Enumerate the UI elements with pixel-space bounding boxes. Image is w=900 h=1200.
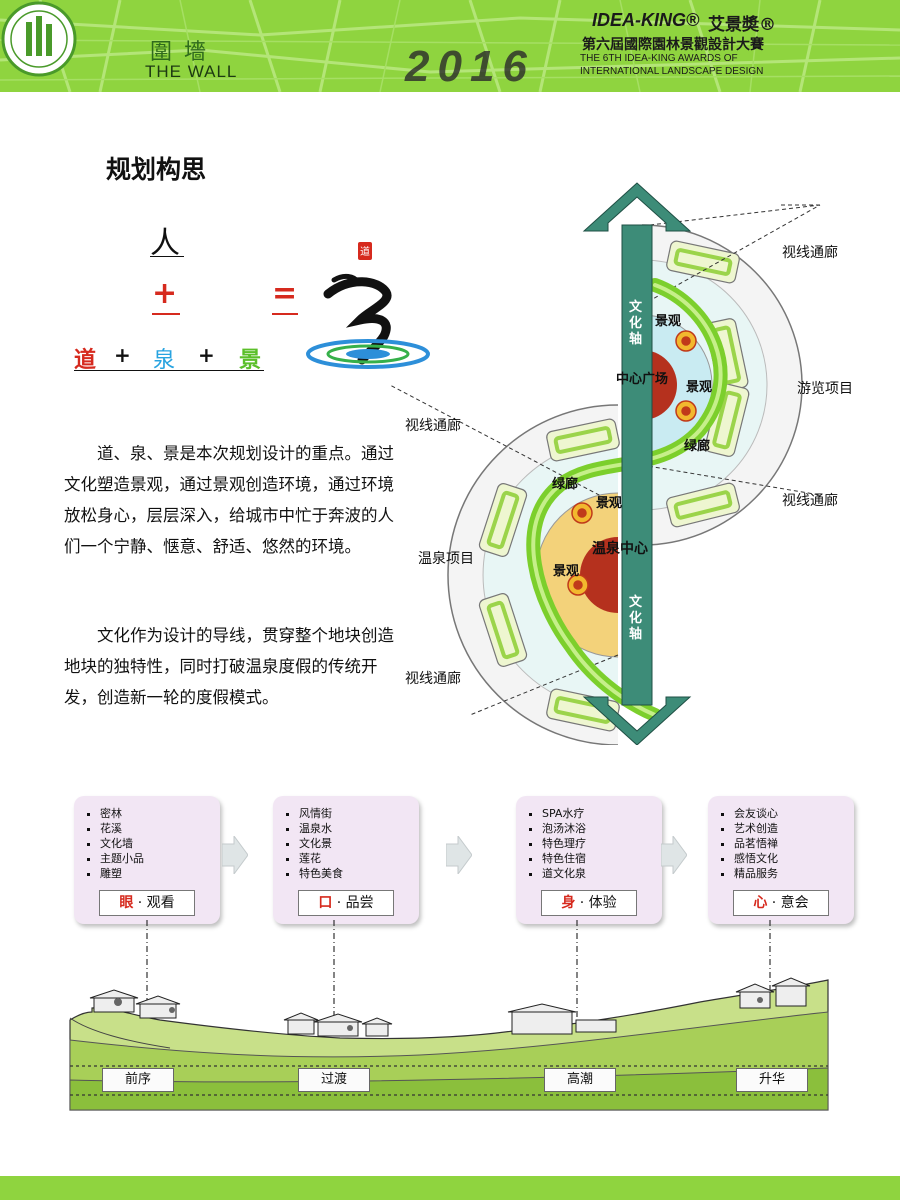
green-corridor-label-2: 绿廊 <box>552 477 579 492</box>
formula-plus-underline <box>152 313 180 315</box>
sightline-label-2: 视线通廊 <box>782 493 838 509</box>
contest-name-en-2: INTERNATIONAL LANDSCAPE DESIGN <box>580 66 764 77</box>
list-item: 雕塑 <box>100 866 220 881</box>
stage-prelude: 前序 <box>102 1068 174 1092</box>
list-item: 会友谈心 <box>734 806 854 821</box>
arrow-right-icon <box>446 836 472 874</box>
landscape-label-4: 景观 <box>553 564 580 579</box>
brand-cn: 圍墻 <box>150 40 219 65</box>
sightline-label-3: 视线通廊 <box>405 418 461 434</box>
list-item: SPA水疗 <box>542 806 662 821</box>
list-item: 密林 <box>100 806 220 821</box>
stage-sublimation: 升华 <box>736 1068 808 1092</box>
arrow-right-icon <box>222 836 248 874</box>
green-corridor-label-1: 绿廊 <box>684 439 711 454</box>
list-item: 特色美食 <box>299 866 419 881</box>
terrain-section <box>69 920 829 1111</box>
stage-transition: 过渡 <box>298 1068 370 1092</box>
culture-axis <box>582 182 692 745</box>
list-item: 特色住宿 <box>542 851 662 866</box>
list-item: 文化景 <box>299 836 419 851</box>
tour-items-label: 游览项目 <box>797 381 853 397</box>
list-item: 道文化泉 <box>542 866 662 881</box>
formula-underline <box>150 256 184 257</box>
list-item: 品茗悟禅 <box>734 836 854 851</box>
paragraph-2: 文化作为设计的导线，贯穿整个地块创造地块的独特性，同时打破温泉度假的传统开发，创… <box>64 626 394 707</box>
award-emblem-icon <box>1 1 77 77</box>
center-plaza-label: 中心广场 <box>616 372 669 387</box>
formula-ren: 人 <box>150 226 180 261</box>
page-title: 规划构思 <box>106 155 207 184</box>
list-item: 莲花 <box>299 851 419 866</box>
brand-en: THE WALL <box>145 62 238 81</box>
list-item: 感悟文化 <box>734 851 854 866</box>
landscape-label-2: 景观 <box>686 380 713 395</box>
process-card-heart: 会友谈心 艺术创造 品茗悟禅 感悟文化 精品服务 心 · 意会 <box>708 796 854 924</box>
list-item: 主题小品 <box>100 851 220 866</box>
formula-equals: = <box>272 276 298 311</box>
city-map-pattern <box>0 0 900 92</box>
formula-dao: 道 <box>74 348 97 373</box>
sense-tag-eye: 眼 · 观看 <box>99 890 195 916</box>
landscape-label-1: 景观 <box>655 314 682 329</box>
landscape-label-3: 景观 <box>596 496 623 511</box>
sense-tag-heart: 心 · 意会 <box>733 890 829 916</box>
process-card-body: SPA水疗 泡汤沐浴 特色理疗 特色住宿 道文化泉 身 · 体验 <box>516 796 662 924</box>
header-banner: 圍墻 THE WALL 2016 IDEA-KING® 艾景奬® 第六屆國際園林… <box>0 0 900 92</box>
list-item: 特色理疗 <box>542 836 662 851</box>
sense-tag-mouth: 口 · 品尝 <box>298 890 394 916</box>
sightline-label-1: 视线通廊 <box>782 245 838 261</box>
list-item: 花溪 <box>100 821 220 836</box>
concept-diagram <box>389 182 821 745</box>
formula-join-1: + <box>114 343 131 367</box>
formula-quan: 泉 <box>153 348 176 373</box>
contest-year: 2016 <box>405 42 535 91</box>
formula-join-2: + <box>198 343 215 367</box>
stage-climax: 高潮 <box>544 1068 616 1092</box>
formula-baseline <box>74 370 264 371</box>
list-item: 风情街 <box>299 806 419 821</box>
arrow-right-icon <box>661 836 687 874</box>
list-item: 温泉水 <box>299 821 419 836</box>
process-card-eye: 密林 花溪 文化墙 主题小品 雕塑 眼 · 观看 <box>74 796 220 924</box>
paragraph-1: 道、泉、景是本次规划设计的重点。通过文化塑造景观，通过景观创造环境，通过环境放松… <box>64 444 394 556</box>
contest-name-en-1: THE 6TH IDEA-KING AWARDS OF <box>580 53 738 64</box>
formula-plus: + <box>152 276 178 311</box>
list-item: 泡汤沐浴 <box>542 821 662 836</box>
sightline-label-4: 视线通廊 <box>405 671 461 687</box>
culture-axis-label-top: 文化轴 <box>629 300 643 347</box>
culture-axis-label-bottom: 文化轴 <box>629 595 643 642</box>
spring-items-label: 温泉项目 <box>418 551 474 567</box>
spring-center-label: 温泉中心 <box>592 541 648 557</box>
contest-name-cn: 第六屆國際園林景觀設計大賽 <box>582 37 764 53</box>
dao-calligraphy-icon: 道 <box>306 242 430 369</box>
seal-text: 道 <box>360 245 370 258</box>
footer-bar <box>0 1176 900 1200</box>
idea-king-cn: 艾景奬® <box>708 15 776 35</box>
formula-jing: 景 <box>239 348 262 373</box>
sense-tag-body: 身 · 体验 <box>541 890 637 916</box>
idea-king-logo: IDEA-KING® <box>592 10 700 30</box>
formula-equals-underline <box>272 313 298 315</box>
list-item: 艺术创造 <box>734 821 854 836</box>
list-item: 文化墙 <box>100 836 220 851</box>
list-item: 精品服务 <box>734 866 854 881</box>
process-card-mouth: 风情街 温泉水 文化景 莲花 特色美食 口 · 品尝 <box>273 796 419 924</box>
